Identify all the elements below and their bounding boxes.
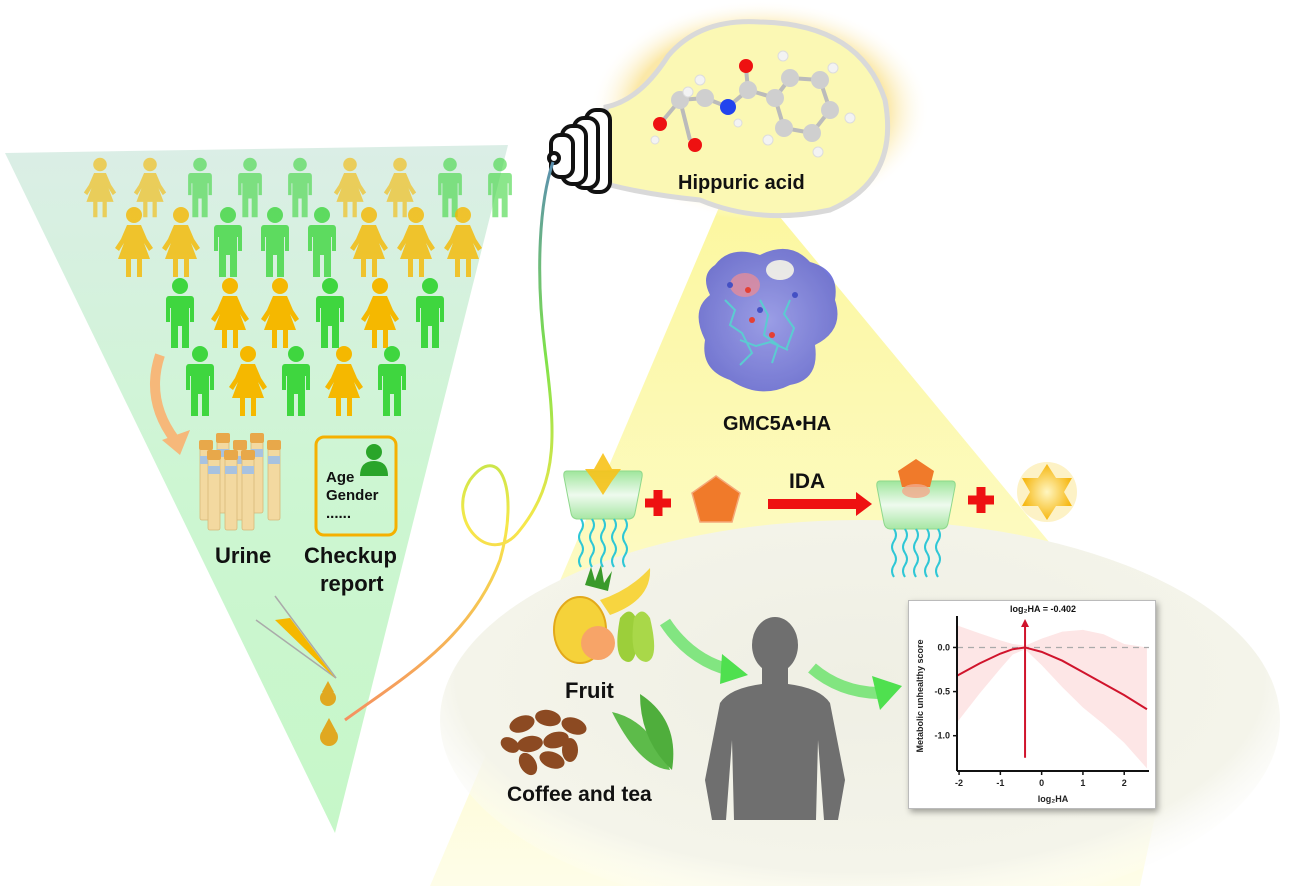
urine-tubes (199, 433, 281, 531)
report-field-ellipsis: ...... (326, 505, 352, 522)
released-dye-star-icon (1017, 462, 1077, 522)
urine-tube-icon (224, 450, 238, 531)
pipette-icon (255, 595, 337, 679)
x-tick-label: 1 (1080, 778, 1085, 788)
x-axis-label: log₂HA (1038, 794, 1069, 804)
gmc5a-ha-complex-model (698, 248, 838, 392)
diet-to-human-arrow (659, 618, 748, 684)
report-field-gender: Gender (326, 487, 379, 504)
urine-droplet-body (320, 728, 338, 746)
bulb-socket (547, 108, 612, 194)
coffee-beans-icon (500, 709, 587, 776)
urine-droplet-tip (322, 681, 334, 692)
y-axis-label: Metabolic unhealthy score (915, 639, 925, 752)
fit-curve (956, 646, 1148, 711)
checkup-label-line2: report (320, 571, 384, 596)
urine-tube-icon (207, 450, 221, 531)
urine-droplet-tip (322, 718, 336, 731)
host-guest-analyte-complex (875, 459, 957, 578)
confidence-band (957, 625, 1147, 769)
checkup-report-card (314, 435, 398, 537)
optimum-annotation: log₂HA = -0.402 (1010, 604, 1076, 614)
checkup-label-line1: Checkup (304, 543, 397, 568)
pentagon-guest-icon (691, 475, 741, 523)
complex-label: GMC5A•HA (723, 413, 832, 435)
hippuric-acid-molecule (650, 50, 856, 158)
hippuric-acid-label: Hippuric acid (678, 172, 805, 194)
y-tick-label: -0.5 (934, 687, 950, 697)
x-tick-label: -2 (955, 778, 963, 788)
x-tick-label: 2 (1122, 778, 1127, 788)
human-silhouette-icon (705, 617, 845, 820)
fruit-label: Fruit (565, 678, 614, 703)
x-tick-label: -1 (996, 778, 1004, 788)
urine-label: Urine (215, 543, 272, 568)
coffee-tea-label: Coffee and tea (507, 783, 652, 806)
optimum-marker-arrowhead (1021, 619, 1030, 627)
ida-assay (562, 453, 1077, 578)
urine-tube-icon (267, 440, 281, 521)
human-to-chart-arrow (808, 663, 902, 710)
ida-arrow (768, 492, 872, 516)
rcs-chart-panel: -2 -1 0 1 2 0.0 -0.5 -1.0 log₂HA Metabolic unheal… (908, 600, 1156, 809)
tea-leaves-icon (612, 694, 674, 770)
ida-label: IDA (789, 470, 826, 493)
y-tick-label: -1.0 (934, 731, 950, 741)
host-guest-dye-complex (562, 453, 644, 568)
fruit-icon (553, 565, 655, 664)
sample-collection-arrow (150, 353, 180, 443)
y-tick-label: 0.0 (937, 642, 950, 652)
connecting-wire (344, 161, 555, 722)
rcs-chart: -2 -1 0 1 2 0.0 -0.5 -1.0 log₂HA Metabolic unheal… (915, 604, 1149, 804)
sample-collection-arrowhead (162, 430, 190, 455)
report-field-age: Age (326, 469, 355, 486)
urine-tube-icon (241, 450, 255, 531)
light-bulb (547, 0, 930, 220)
urine-droplet-body (320, 690, 336, 706)
x-tick-label: 0 (1039, 778, 1044, 788)
